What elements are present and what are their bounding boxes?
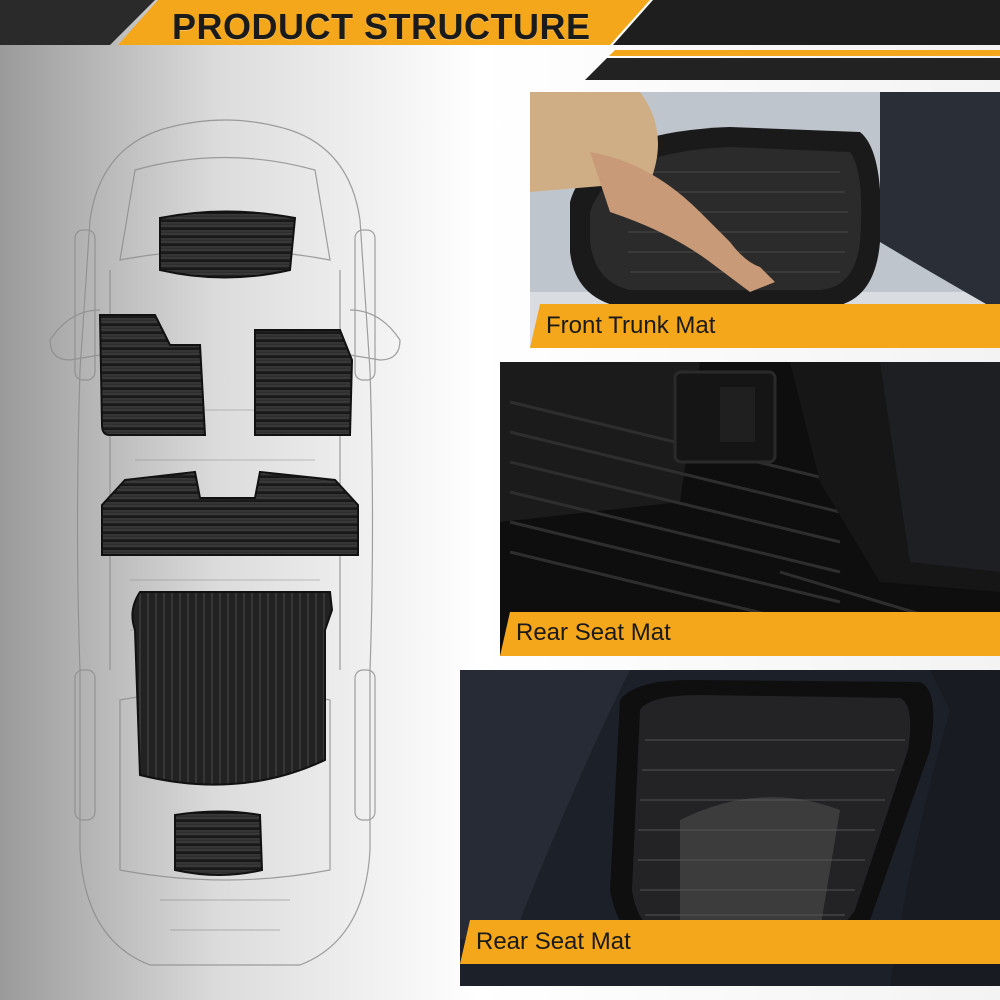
passenger-floor-mat-shape bbox=[254, 329, 354, 436]
rear-trunk-mat-shape bbox=[131, 591, 334, 786]
front-trunk-mat-shape bbox=[159, 210, 297, 279]
rear-seat-label-bar-1: Rear Seat Mat bbox=[500, 612, 1000, 656]
header-banner bbox=[0, 0, 1000, 80]
car-wireframe-diagram bbox=[49, 119, 401, 966]
rear-seat-photo-2: Rear Seat Mat bbox=[460, 670, 1000, 986]
page-title: PRODUCT STRUCTURE bbox=[172, 6, 591, 47]
front-trunk-label: Front Trunk Mat bbox=[546, 312, 716, 339]
driver-floor-mat-shape bbox=[98, 314, 207, 436]
rear-seat-label-1: Rear Seat Mat bbox=[516, 619, 671, 646]
front-trunk-label-bar: Front Trunk Mat bbox=[530, 304, 1000, 348]
rear-seat-label-2: Rear Seat Mat bbox=[476, 928, 631, 955]
front-trunk-photo: Front Trunk Mat bbox=[530, 92, 1000, 348]
rear-seat-photo-1: Rear Seat Mat bbox=[500, 362, 1000, 656]
rear-seat-label-bar-2: Rear Seat Mat bbox=[460, 920, 1000, 964]
under-trunk-mat-shape bbox=[174, 810, 264, 876]
rear-seat-mat-shape bbox=[101, 470, 359, 556]
